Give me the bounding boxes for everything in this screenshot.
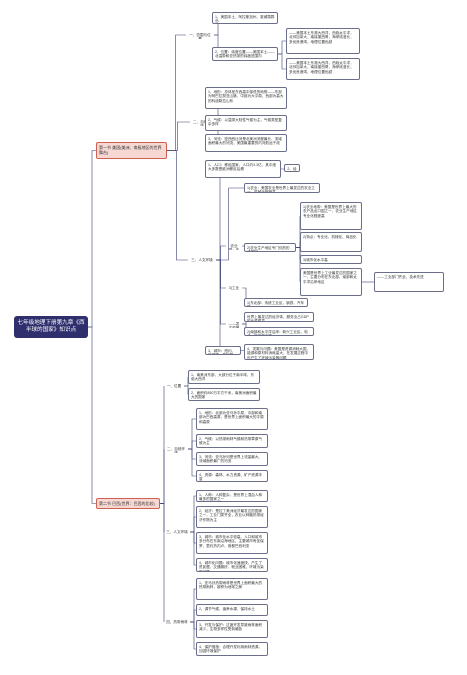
s2-human-item-2[interactable]: 2、经济：是拉丁美洲经济最发达的国家之一，工业门类齐全，农业以种植热带经济作物为… bbox=[196, 506, 268, 528]
s2-protect-item-3[interactable]: 3、开发与保护：过度开发导致雨林面积减少，生物多样性受到威胁 bbox=[196, 620, 268, 638]
s1-industry-label[interactable]: 3)工业 bbox=[228, 285, 240, 290]
link-s1-tertiary-label bbox=[216, 259, 226, 325]
s2-protect-item-1[interactable]: 1、亚马孙热带雨林是世界上面积最大的热带雨林，被称为地球之肺 bbox=[196, 578, 268, 600]
s1-belt-detail-2[interactable]: 2)特点：专业化、机械化、商品化 bbox=[300, 232, 362, 252]
link-s1-agri-label bbox=[216, 245, 226, 261]
s1-location-note[interactable]: ——美国本土东濒大西洋，西临太平洋，北邻加拿大，南接墨西哥，海岸线漫长，多优良港… bbox=[286, 28, 360, 54]
s2-human-label[interactable]: 三、人文环境 bbox=[166, 529, 188, 534]
root-topic[interactable]: 七年级地理下册第九章《西半球的国家》知识点 bbox=[14, 316, 88, 338]
link-s2-env-label bbox=[160, 449, 165, 504]
s1-location-label[interactable]: 一、范围与位置 bbox=[189, 32, 211, 40]
s1-env-item-3[interactable]: 3、河流：密西西比河是北美洲流程最长、流域面积最大的河流，美国最重要的内河航运干… bbox=[205, 134, 287, 152]
s1-env-item-2[interactable]: 2、气候：以温带大陆性气候为主，气候类型复杂多样 bbox=[205, 115, 287, 131]
link-s1-development-label bbox=[205, 259, 221, 351]
link-s1-population bbox=[205, 168, 221, 261]
s1-development-label[interactable]: 3、城市：纽约、华盛顿、芝加哥、洛杉矶、旧金山等 bbox=[205, 346, 241, 355]
link-s2-env-item-4 bbox=[188, 448, 196, 477]
link-section2-title bbox=[88, 326, 96, 504]
s2-scope-item-2[interactable]: 2、面积约850万平方千米，南美洲面积最大的国家 bbox=[188, 388, 260, 401]
link-s1-human-label bbox=[167, 150, 188, 261]
s1-belt-detail-1[interactable]: 1)农业地带：美国是世界上最大的农产品出口国之一，农业生产地区专业化程度高 bbox=[300, 202, 362, 230]
link-s1-env-label bbox=[167, 121, 190, 151]
s2-human-item-4[interactable]: 4、城市化问题：城市化速度快，产生了贫民窟、交通拥挤、就业困难、环境污染等问题 bbox=[196, 558, 268, 572]
s2-scope-label[interactable]: 一、位置 bbox=[166, 383, 182, 388]
s1-industry-a[interactable]: 1)东北部：传统工业区，钢铁、汽车等 bbox=[244, 298, 308, 307]
s2-env-item-1[interactable]: 1、地形：北部为亚马孙平原，中部和南部为巴西高原，是世界上面积最大的平原和高原 bbox=[196, 408, 268, 430]
link-section1-title bbox=[88, 150, 96, 328]
section2-title[interactable]: 第二节 巴西(世界：巴西的比较) bbox=[96, 498, 160, 509]
s1-human-label[interactable]: 三、人文环境 bbox=[191, 257, 213, 262]
s2-env-item-2[interactable]: 2、气候：以热带雨林气候和热带草原气候为主 bbox=[196, 434, 268, 448]
link-s1-industry-label bbox=[216, 259, 226, 289]
s1-env-label[interactable]: 二、自然环境 bbox=[193, 119, 211, 127]
s2-protect-item-2[interactable]: 2、调节气候、涵养水源、保持水土 bbox=[196, 604, 268, 616]
s2-env-item-4[interactable]: 4、资源：森林、水力资源、矿产资源丰富 bbox=[196, 470, 268, 482]
link-s1-location-label bbox=[167, 34, 186, 151]
s1-development[interactable]: 4、发展与问题：美国是资源消耗大国，能源和原材料消耗量大，在发展过程中也产生了环… bbox=[244, 344, 314, 360]
link-s1-agriculture bbox=[216, 187, 244, 261]
link-s1-location-note bbox=[278, 40, 286, 55]
s2-protect-label[interactable]: 四、热带雨林 bbox=[166, 619, 188, 624]
s1-agri-label[interactable]: 农业带：东北部为乳畜带，中部平原为玉米带、小麦带和棉花带 bbox=[229, 243, 240, 251]
s1-location-item-2[interactable]: 2、位置：纬度位置——美国本土——北温带和亚热带的纬度范围内 bbox=[212, 47, 278, 61]
s1-tertiary-label[interactable]: ——发达的第三产业 bbox=[228, 321, 240, 329]
s1-population[interactable]: 1、人口：移民国家，人口约3.3亿，其中绝大多数是欧洲移民后裔 bbox=[205, 160, 281, 178]
link-s2-human-item-4 bbox=[190, 531, 196, 566]
s1-industry-main[interactable]: 美国是世界上工业最发达的国家之一，主要分布在东北部、南部和太平洋沿岸地区 bbox=[300, 268, 362, 296]
link-s2-protect-label bbox=[160, 503, 165, 622]
s2-scope-item-1[interactable]: 1、南美洲东部，大部分位于南半球，东临大西洋 bbox=[188, 370, 260, 384]
s2-env-label[interactable]: 二、自然环境 bbox=[167, 446, 185, 454]
s1-location-item-1[interactable]: 1、美国本土、阿拉斯加州、夏威夷群岛 bbox=[212, 12, 278, 24]
s1-env-item-1[interactable]: 1、地形：总体呈东西高中部低的地势——东部为阿巴拉契亚山脉，中部为大平原，西部为… bbox=[205, 87, 287, 109]
s1-economy-label[interactable]: 2、经济 bbox=[284, 164, 300, 172]
link-s2-env-item-2 bbox=[188, 440, 196, 450]
s2-human-item-1[interactable]: 1、人种：人种复杂，是世界上混血人种最多的国家之一 bbox=[196, 490, 268, 502]
s1-tertiary-note[interactable]: 2)南部和太平洋沿岸：新兴工业区，电子、航空航天等 bbox=[244, 327, 314, 336]
link-s2-protect-item-4 bbox=[190, 621, 196, 650]
s1-belt-detail-3[interactable]: 3)城市化水平高 bbox=[300, 255, 362, 264]
s2-human-item-3[interactable]: 3、城市：城市化水平较高，人口和城市多分布在东南沿海地区，主要城市有圣保罗、里约… bbox=[196, 532, 268, 554]
s2-env-item-3[interactable]: 3、河流：亚马孙河是世界上流量最大、流域面积最广的河流 bbox=[196, 452, 268, 466]
s1-agriculture[interactable]: 1)农业：美国农业是世界上最发达的农业之一，机械化程度高 bbox=[244, 183, 320, 193]
section1-title[interactable]: 第一节 美国(美洲、南极地区的世界舞台) bbox=[96, 142, 167, 159]
s1-industry-side[interactable]: ——工业部门齐全、技术先进 bbox=[374, 272, 444, 292]
s1-location-note-2[interactable]: ——美国本土东濒大西洋，西临太平洋，北邻加拿大，南接墨西哥，海岸线漫长，多优良港… bbox=[286, 58, 360, 80]
s1-tertiary[interactable]: 世界上最发达的经济体，服务业占GDP的比重很高 bbox=[244, 312, 314, 322]
link-s1-location-note-2 bbox=[278, 53, 286, 70]
s2-protect-item-4[interactable]: 4、保护措施：合理开发利用雨林资源，加强环境保护 bbox=[196, 642, 268, 656]
s1-agri-zones[interactable]: 2)农业生产地区专门化的形成原因 bbox=[244, 243, 296, 252]
